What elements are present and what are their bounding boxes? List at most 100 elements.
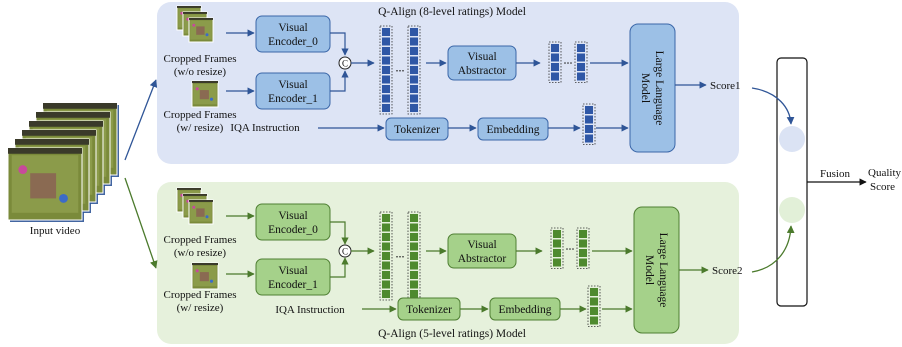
top-large-language-model: [629, 23, 676, 153]
bottom-llm-label-line2: Model: [643, 255, 655, 285]
top-model-title: Q-Align (8-level ratings) Model: [378, 6, 526, 18]
bottom-frames-noresize-label-line2: (w/o resize): [174, 247, 227, 259]
token-cell: [410, 104, 418, 112]
fusion-box: [776, 57, 808, 307]
token-cell: [577, 44, 585, 52]
cropped-frame-thumb: [188, 17, 214, 43]
token-cell: [577, 53, 585, 62]
fusion-label: Fusion: [820, 168, 850, 180]
ellipsis-dot: [399, 255, 401, 258]
bottom-visual-tokens: [379, 211, 421, 301]
top-concat-symbol: C: [342, 59, 348, 69]
token-cell: [590, 316, 598, 325]
score2-circle: [779, 197, 805, 223]
resized-frame-thumb: [191, 262, 219, 290]
token-cell: [551, 72, 559, 81]
bottom-frames-resize: [191, 262, 219, 290]
token-cell: [585, 134, 593, 143]
token-cell: [577, 72, 585, 81]
token-column-border: [550, 227, 564, 269]
token-cell: [410, 66, 418, 74]
ellipsis-dot: [399, 69, 401, 72]
ellipsis-dot: [567, 62, 569, 64]
input-to-bottom-arrow: [124, 177, 158, 269]
top-encoder1-label-line2: Encoder_1: [268, 93, 318, 105]
bottom-iqa-instruction-label: IQA Instruction: [275, 304, 345, 316]
token-cell: [585, 115, 593, 124]
bottom-encoder0-to-concat-arrow: [330, 221, 349, 245]
bottom-abstractor-label-line1: Visual: [467, 239, 496, 251]
token-column-border: [587, 285, 601, 327]
token-cell: [382, 85, 390, 93]
top-frames-noresize-label-line2: (w/o resize): [174, 66, 227, 78]
input-video-frames: [7, 102, 119, 222]
score2-to-fusion-arrow: [751, 225, 795, 273]
token-cell: [410, 242, 418, 251]
top-abstracted-tokens: [548, 41, 588, 83]
token-column-border: [379, 25, 393, 115]
token-cell: [553, 249, 561, 257]
top-frames-resize-label-line1: Cropped Frames: [163, 109, 236, 121]
bottom-embedding-label: Embedding: [498, 304, 551, 316]
top-tokenizer: [385, 117, 449, 141]
bottom-large-language-model: [633, 206, 680, 334]
token-cell: [590, 297, 598, 306]
token-cell: [410, 233, 418, 241]
bottom-frames-resize-label-line2: (w/ resize): [177, 302, 224, 314]
token-cell: [382, 28, 390, 36]
ellipsis-dot: [396, 69, 398, 72]
token-cell: [382, 233, 390, 241]
token-cell: [551, 53, 559, 62]
token-cell: [579, 258, 587, 267]
token-cell: [382, 242, 390, 251]
token-cell: [410, 85, 418, 93]
token-column-border: [379, 211, 393, 301]
top-frames-resize: [191, 80, 219, 108]
video-frame: [7, 147, 83, 221]
token-cell: [382, 47, 390, 55]
top-encoder0-to-concat-arrow: [330, 32, 349, 56]
bottom-encoder0-label-line2: Encoder_0: [268, 224, 318, 236]
ellipsis-dot: [396, 255, 398, 258]
bottom-tokenizer-label: Tokenizer: [406, 304, 452, 316]
top-frames-noresize-label-line1: Cropped Frames: [163, 53, 236, 65]
token-cell: [382, 214, 390, 222]
top-abstractor-label-line2: Abstractor: [458, 65, 507, 77]
token-cell: [410, 223, 418, 232]
input-video-label: Input video: [30, 225, 81, 237]
top-abstractor-label-line1: Visual: [467, 51, 496, 63]
token-cell: [410, 47, 418, 55]
bottom-score-label: Score2: [712, 265, 743, 277]
bottom-frames-resize-label-line1: Cropped Frames: [163, 289, 236, 301]
token-cell: [382, 280, 390, 289]
token-cell: [410, 28, 418, 36]
top-frames-resize-label-line2: (w/ resize): [177, 122, 224, 134]
token-cell: [579, 239, 587, 248]
token-cell: [382, 290, 390, 298]
token-cell: [410, 290, 418, 298]
top-embedding: [477, 117, 549, 141]
top-score-label: Score1: [710, 80, 741, 92]
bottom-abstractor-label-line2: Abstractor: [458, 253, 507, 265]
top-llm-label-line2: Model: [639, 73, 651, 103]
top-encoder0-label-line1: Visual: [278, 22, 307, 34]
token-cell: [577, 63, 585, 71]
token-cell: [410, 280, 418, 289]
token-cell: [553, 258, 561, 267]
token-cell: [382, 261, 390, 270]
ellipsis-dot: [572, 248, 574, 250]
top-text-tokens: [582, 103, 596, 145]
token-column-border: [548, 41, 562, 83]
input-to-top-arrow: [124, 79, 158, 161]
top-tokenizer-label: Tokenizer: [394, 124, 440, 136]
token-column-border: [407, 25, 421, 115]
bottom-frames-noresize-label-line1: Cropped Frames: [163, 234, 236, 246]
token-cell: [410, 252, 418, 260]
token-cell: [410, 261, 418, 270]
token-cell: [410, 271, 418, 279]
quality-score-label-line1: Quality: [868, 167, 901, 179]
token-column-border: [582, 103, 596, 145]
ellipsis-dot: [402, 255, 404, 258]
token-column-border: [574, 41, 588, 83]
